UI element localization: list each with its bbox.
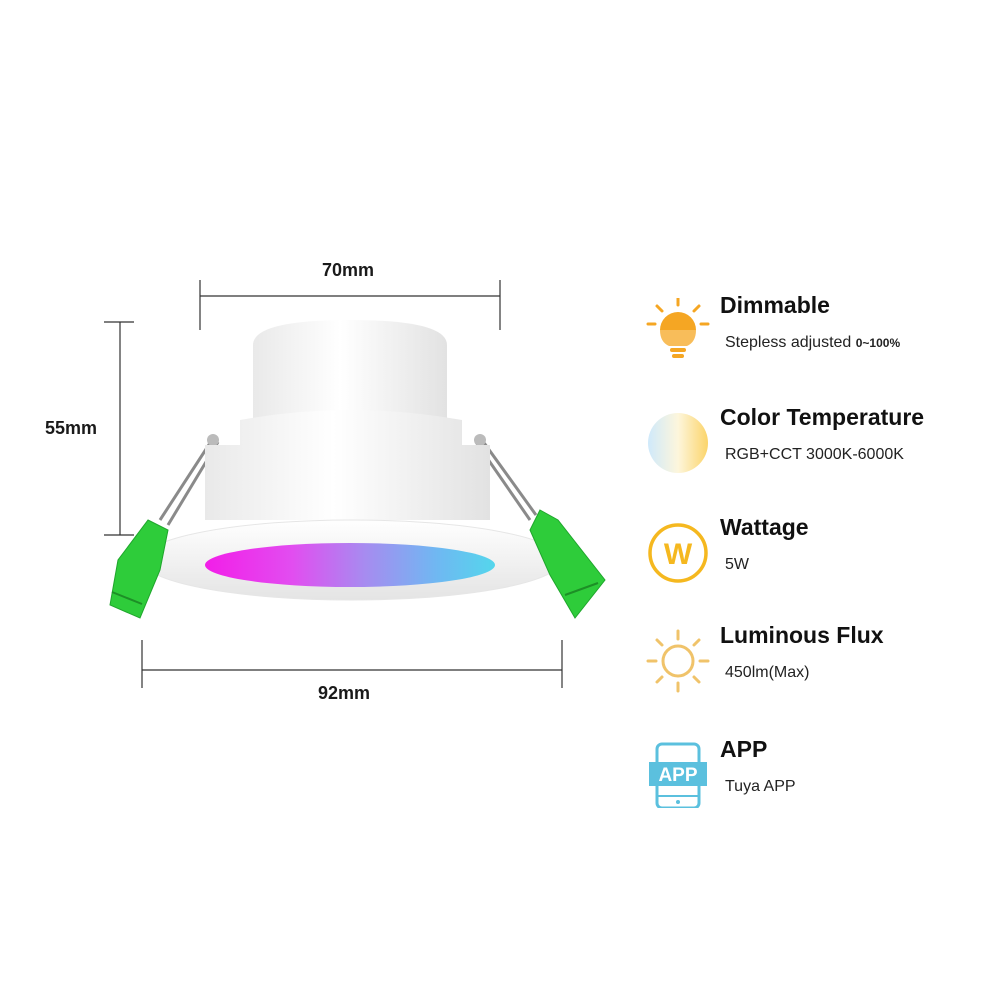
feature-subtitle: Stepless adjusted 0~100% bbox=[725, 334, 900, 352]
feature-title: Dimmable bbox=[720, 292, 830, 318]
rgb-lens bbox=[205, 543, 495, 587]
dimension-line-height bbox=[104, 321, 134, 536]
feature-title: Color Temperature bbox=[720, 404, 925, 430]
app-phone-icon: APP bbox=[649, 742, 707, 808]
dimmable-bulb-icon bbox=[646, 298, 710, 358]
feature-wattage: W Wattage 5W bbox=[645, 514, 985, 610]
feature-app: APP APP Tuya APP bbox=[645, 736, 985, 832]
housing-top bbox=[253, 320, 447, 440]
feature-subtitle: 450lm(Max) bbox=[725, 664, 810, 681]
feature-color-temperature: Color Temperature RGB+CCT 3000K-6000K bbox=[645, 404, 985, 500]
feature-subtitle-range: 0~100% bbox=[855, 336, 901, 350]
housing-body bbox=[205, 410, 490, 520]
app-icon-label: APP bbox=[658, 765, 697, 786]
clip-left bbox=[109, 519, 169, 619]
feature-subtitle: 5W bbox=[725, 556, 749, 573]
dimension-line-top bbox=[199, 280, 501, 330]
feature-subtitle: Tuya APP bbox=[725, 778, 796, 795]
dimension-label-bottom-width: 92mm bbox=[318, 683, 371, 703]
dimension-label-top-width: 70mm bbox=[322, 260, 375, 280]
wattage-icon-letter: W bbox=[664, 538, 693, 571]
dimension-label-height: 55mm bbox=[45, 418, 98, 438]
dimension-line-bottom bbox=[141, 640, 563, 688]
feature-title: APP bbox=[720, 736, 768, 762]
wattage-icon: W bbox=[648, 523, 708, 583]
clip-right bbox=[529, 509, 606, 619]
feature-title: Luminous Flux bbox=[720, 622, 884, 648]
feature-title: Wattage bbox=[720, 514, 809, 540]
color-temperature-icon bbox=[648, 413, 708, 473]
feature-subtitle: RGB+CCT 3000K-6000K bbox=[725, 446, 904, 463]
feature-subtitle-main: Stepless adjusted bbox=[725, 334, 856, 351]
feature-luminous-flux: Luminous Flux 450lm(Max) bbox=[645, 622, 985, 718]
sun-icon bbox=[646, 629, 710, 693]
feature-dimmable: Dimmable Stepless adjusted 0~100% bbox=[645, 292, 985, 388]
downlight-product-illustration bbox=[104, 280, 606, 688]
